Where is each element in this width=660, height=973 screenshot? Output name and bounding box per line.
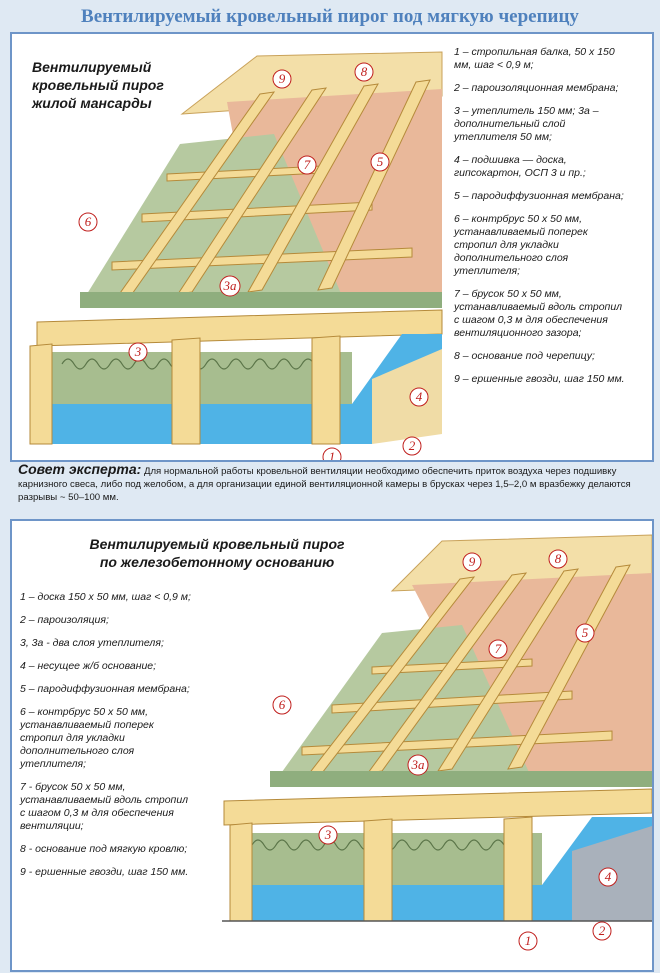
marker-8: 8 <box>555 551 562 566</box>
legend-item: 4 – несущее ж/б основание; <box>20 660 157 672</box>
marker-4: 4 <box>416 389 423 404</box>
bottom-panel-title: Вентилируемый кровельный пирог по железо… <box>89 536 345 570</box>
legend-item: 3 – утеплитель 150 мм; 3а – дополнительн… <box>454 105 599 143</box>
board-beams <box>229 816 533 922</box>
insulation-edge <box>80 292 442 308</box>
marker-6: 6 <box>279 697 286 712</box>
legend-item: 7 - брусок 50 х 50 мм, устанавливаемый в… <box>20 781 189 832</box>
bottom-legend: 1 – доска 150 х 50 мм, шаг < 0,9 м; 2 – … <box>20 591 225 889</box>
legend-item: 2 – пароизоляционная мембрана; <box>454 82 619 94</box>
marker-2: 2 <box>409 438 416 453</box>
battens-along-rafters <box>306 564 631 776</box>
legend-item: 7 – брусок 50 х 50 мм, устанавливаемый в… <box>454 288 623 339</box>
legend-item: 8 – основание под черепицу; <box>454 350 595 362</box>
top-legend: 1 – стропильная балка, 50 х 150 мм, шаг … <box>454 46 648 396</box>
eave-board <box>36 309 443 347</box>
page-title: Вентилируемый кровельный пирог под мягку… <box>81 6 579 27</box>
top-panel-title: Вентилируемый кровельный пирог жилой ман… <box>32 59 164 111</box>
ceiling-board-layer <box>372 349 442 444</box>
expert-tip-text: Для нормальной работы кровельной вентиля… <box>18 466 631 503</box>
top-diagram-panel: 1 2 3 3а 4 5 6 7 8 9 Вентилируемый крове… <box>10 32 654 462</box>
vapor-barrier-layer <box>242 817 652 921</box>
main-insulation-layer <box>52 352 352 404</box>
legend-item: 2 – пароизоляция; <box>20 614 109 626</box>
marker-3a: 3а <box>411 757 426 772</box>
expert-tip-label: Совет эксперта: <box>18 461 142 477</box>
marker-5: 5 <box>582 625 589 640</box>
legend-item: 1 – доска 150 х 50 мм, шаг < 0,9 м; <box>20 591 191 603</box>
marker-3a: 3а <box>223 278 238 293</box>
legend-item: 3, 3а - два слоя утеплителя; <box>20 637 164 649</box>
marker-3: 3 <box>134 344 142 359</box>
marker-6: 6 <box>85 214 92 229</box>
bottom-diagram-panel: 1 2 3 3а 4 5 6 7 8 9 Вентилируемый крове… <box>10 519 654 972</box>
top-markers: 1 2 3 3а 4 5 6 7 8 9 <box>78 62 429 460</box>
roof-cross-section-illustration: 1 2 3 3а 4 5 6 7 8 9 <box>29 51 443 460</box>
marker-8: 8 <box>361 64 368 79</box>
marker-7: 7 <box>495 641 502 656</box>
marker-1: 1 <box>525 933 532 948</box>
expert-tip: Совет эксперта: Для нормальной работы кр… <box>18 461 644 504</box>
marker-4: 4 <box>605 869 612 884</box>
legend-item: 4 – подшивка — доска, гипсокартон, ОСП 3… <box>454 154 586 179</box>
legend-item: 6 – контрбрус 50 х 50 мм, устанавливаемы… <box>454 213 588 277</box>
marker-5: 5 <box>377 154 384 169</box>
rafter-beams <box>29 335 341 445</box>
bottom-markers: 1 2 3 3а 4 5 6 7 8 9 <box>272 549 618 951</box>
eave-board <box>223 788 652 826</box>
marker-1: 1 <box>329 449 336 460</box>
legend-item: 9 – ершенные гвозди, шаг 150 мм. <box>454 373 625 385</box>
legend-item: 6 – контрбрус 50 х 50 мм, устанавливаемы… <box>20 706 154 770</box>
concrete-roof-cross-section-illustration: 1 2 3 3а 4 5 6 7 8 9 <box>222 534 652 951</box>
insulation-edge <box>270 771 652 787</box>
marker-7: 7 <box>304 157 311 172</box>
marker-9: 9 <box>469 554 476 569</box>
marker-9: 9 <box>279 71 286 86</box>
vapor-barrier-layer <box>52 334 442 444</box>
battens-along-rafters <box>116 79 431 297</box>
legend-item: 1 – стропильная балка, 50 х 150 мм, шаг … <box>454 46 615 71</box>
legend-item: 8 - основание под мягкую кровлю; <box>20 843 188 855</box>
marker-2: 2 <box>599 923 606 938</box>
marker-3: 3 <box>324 827 332 842</box>
legend-item: 5 – пародиффузионная мембрана; <box>454 190 624 202</box>
legend-item: 5 – пародиффузионная мембрана; <box>20 683 190 695</box>
legend-item: 9 - ершенные гвозди, шаг 150 мм. <box>20 866 189 878</box>
